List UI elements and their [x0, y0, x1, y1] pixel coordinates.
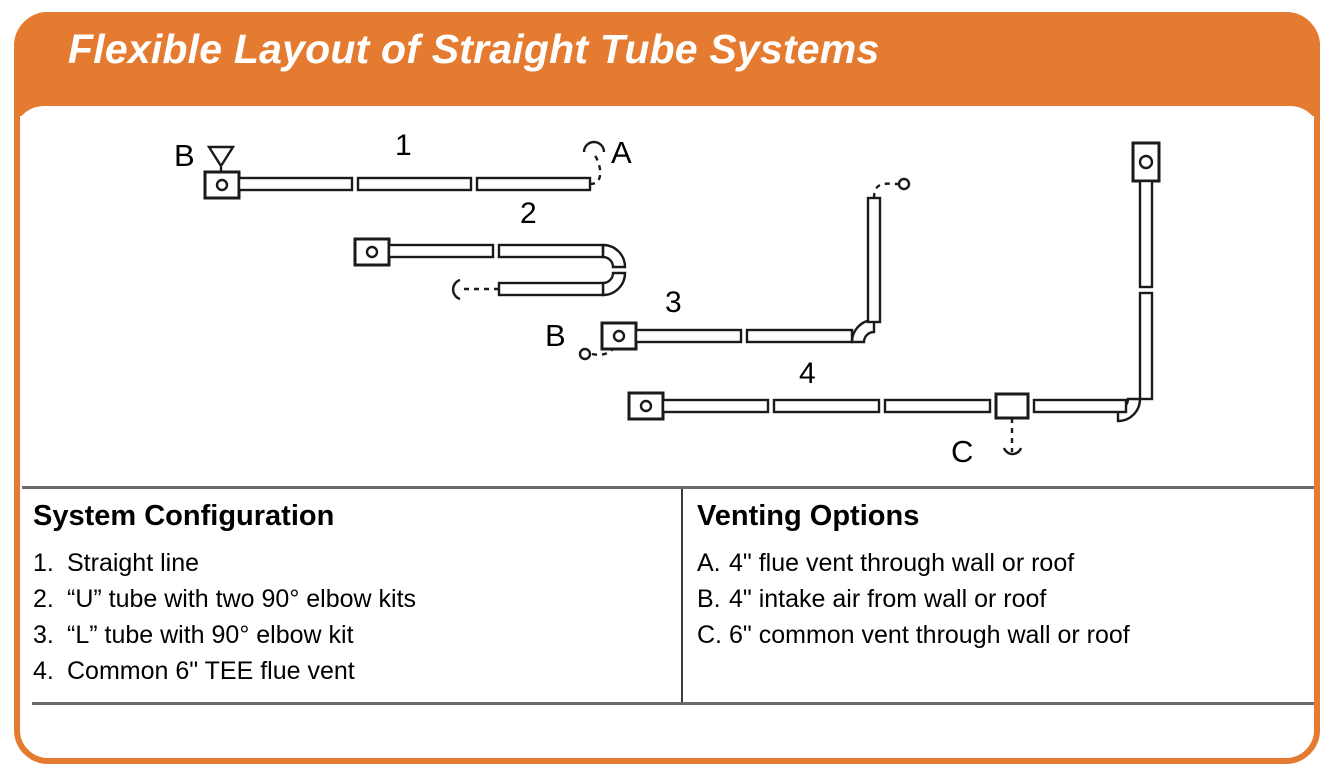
list-item: 2. “U” tube with two 90° elbow kits	[33, 581, 663, 617]
legend-left-label: “U” tube with two 90° elbow kits	[67, 585, 417, 613]
elbow-90-icon	[601, 271, 627, 297]
tube-systems-diagram: .tube { fill:#ffffff; stroke:#1a1a1a; st…	[174, 129, 1161, 469]
flue-dash-line	[589, 153, 602, 186]
tube-segment-icon	[634, 328, 743, 344]
flue-port-icon	[897, 177, 911, 191]
tube-segment-icon	[475, 176, 592, 192]
intake-triangle-icon	[206, 145, 236, 169]
tube-segment-icon	[661, 398, 770, 414]
system-4-group: 4 C	[627, 357, 1128, 469]
system-3-number: 3	[665, 286, 682, 319]
tube-segment-icon	[866, 196, 882, 324]
diagram-panel: .tube { fill:#ffffff; stroke:#1a1a1a; st…	[22, 118, 1314, 486]
system-3-group: B 3	[545, 177, 911, 361]
legend-top-divider	[22, 486, 1314, 489]
legend-right-label: 4" flue vent through wall or roof	[729, 549, 1075, 577]
legend-left-marker: 4.	[33, 657, 54, 685]
list-item: B. 4" intake air from wall or roof	[697, 581, 1307, 617]
marker-c-label: C	[951, 434, 973, 469]
legend-left-marker: 3.	[33, 621, 54, 649]
header-banner	[14, 12, 1320, 116]
flue-dash-line-3	[872, 182, 899, 199]
tee-fitting-icon	[994, 392, 1030, 420]
legend-right-heading: Venting Options	[697, 500, 920, 532]
tube-segment-icon	[772, 398, 881, 414]
system-1-number: 1	[395, 129, 412, 162]
elbow-90-icon	[850, 318, 876, 344]
tube-segment-icon	[237, 176, 354, 192]
tube-segment-icon	[745, 328, 854, 344]
system-2-group: 2	[353, 197, 627, 301]
appliance-port-icon	[215, 178, 229, 192]
tube-segment-icon	[1138, 291, 1154, 401]
legend-left-heading: System Configuration	[33, 500, 335, 532]
page-title: Flexible Layout of Straight Tube Systems	[68, 26, 880, 72]
appliance-port-icon	[612, 329, 626, 343]
header-curve	[14, 106, 1320, 116]
legend-bottom-divider	[32, 702, 1314, 705]
appliance-port-icon	[1138, 154, 1154, 170]
legend-right-marker: A.	[697, 549, 721, 577]
tube-segment-icon	[356, 176, 473, 192]
system-1-group: B 1 A	[174, 129, 632, 200]
marker-b-top-label: B	[174, 138, 195, 173]
list-item: A. 4" flue vent through wall or roof	[697, 545, 1307, 581]
intake-port-icon	[451, 278, 461, 301]
legend-left-marker: 1.	[33, 549, 54, 577]
intake-port-icon	[578, 347, 592, 361]
appliance-port-icon	[365, 245, 379, 259]
vertical-riser-group	[1116, 141, 1161, 423]
legend-left-label: “L” tube with 90° elbow kit	[67, 621, 354, 649]
elbow-90-icon	[601, 243, 627, 269]
list-item: 4. Common 6" TEE flue vent	[33, 653, 663, 689]
marker-a-label: A	[611, 135, 632, 170]
appliance-port-icon	[639, 399, 653, 413]
legend-right-marker: C.	[697, 621, 722, 649]
legend-left-list: 1. Straight line 2. “U” tube with two 90…	[33, 545, 663, 689]
vent-hook-down-icon	[1002, 447, 1023, 456]
tube-segment-icon	[387, 243, 495, 259]
list-item: 1. Straight line	[33, 545, 663, 581]
legend-right-label: 4" intake air from wall or roof	[729, 585, 1047, 613]
system-2-number: 2	[520, 197, 537, 230]
legend-left-label: Common 6" TEE flue vent	[67, 657, 355, 685]
tube-segment-icon	[497, 243, 605, 259]
flue-hook-icon	[582, 140, 606, 153]
tube-segment-icon	[497, 281, 605, 297]
tube-segment-icon	[883, 398, 992, 414]
legend-right-marker: B.	[697, 585, 721, 613]
list-item: 3. “L” tube with 90° elbow kit	[33, 617, 663, 653]
legend-venting-options: Venting Options A. 4" flue vent through …	[697, 500, 1307, 653]
legend-right-list: A. 4" flue vent through wall or roof B. …	[697, 545, 1307, 653]
system-4-number: 4	[799, 357, 816, 390]
legend-column-divider	[681, 489, 683, 702]
marker-b-system3-label: B	[545, 318, 566, 353]
tube-segment-icon	[1138, 179, 1154, 289]
legend-left-marker: 2.	[33, 585, 54, 613]
tube-segment-icon	[1032, 398, 1128, 414]
legend-left-label: Straight line	[67, 549, 200, 577]
legend-right-label: 6" common vent through wall or roof	[729, 621, 1130, 649]
list-item: C. 6" common vent through wall or roof	[697, 617, 1307, 653]
legend-system-configuration: System Configuration 1. Straight line 2.…	[33, 500, 663, 689]
